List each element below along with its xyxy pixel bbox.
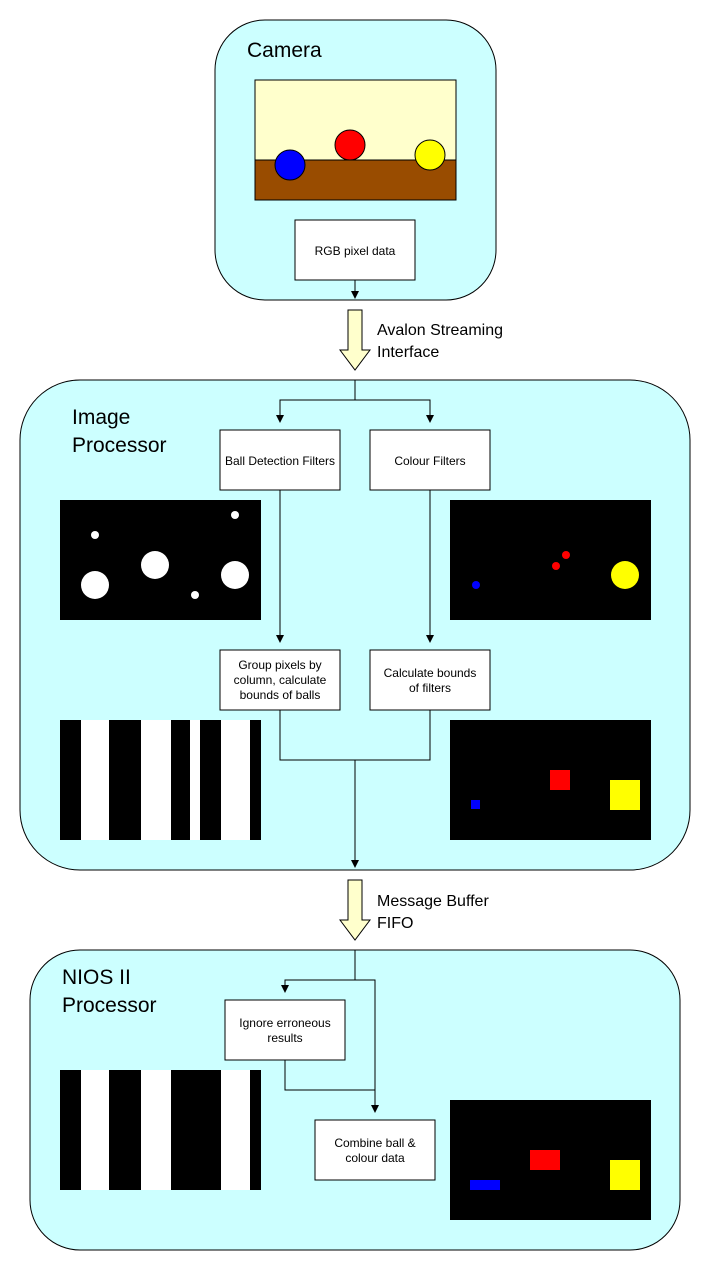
combined-red [530,1150,560,1170]
mask-blob [91,531,99,539]
nios-processor-block: NIOS II Processor Ignore erroneous resul… [29,949,681,1251]
mask-blob [141,551,169,579]
avalon-interface-arrow: Avalon Streaming Interface [339,309,503,371]
filtered-columns-image [60,1070,261,1190]
colour-filter-image [450,500,651,620]
mask-blob [81,571,109,599]
column-stripe [221,720,250,840]
image-processor-title-line2: Processor [72,434,167,457]
colour-blob-blue [472,581,480,589]
combine-data-box [314,1119,436,1181]
calculate-bounds-line2: of filters [409,681,451,695]
image-processor-title-line1: Image [72,406,130,429]
rgb-pixel-data-label: RGB pixel data [315,244,396,258]
fifo-block-arrow [339,879,371,941]
column-stripe [81,720,109,840]
red-ball [334,129,366,161]
nios-title-line1: NIOS II [62,966,131,989]
nios-title-line2: Processor [62,994,157,1017]
filtered-stripe [221,1070,250,1190]
colour-blob-yellow [611,561,639,589]
column-stripe [141,720,171,840]
bounds-red [550,770,570,790]
connector-split [276,380,356,423]
connector-nios-bypass [355,979,379,1113]
fifo-label-line2: FIFO [377,915,413,932]
mask-blob [221,561,249,589]
camera-title: Camera [247,39,322,62]
ignore-erroneous-line2: results [267,1031,302,1045]
yellow-ball [414,139,446,171]
column-bounds-image [60,720,261,840]
connector-split-right [355,399,434,423]
colour-bounds-image [450,720,651,840]
calculate-bounds-line1: Calculate bounds [384,666,477,680]
connector-ignore-out [284,1060,375,1091]
ignore-erroneous-box [224,999,346,1061]
fifo-label-line1: Message Buffer [377,893,489,910]
group-pixels-line3: bounds of balls [240,688,321,702]
colour-background [450,500,651,620]
rgb-pixel-data-box [294,219,416,281]
ignore-erroneous-line1: Ignore erroneous [239,1016,330,1030]
filtered-stripe [81,1070,109,1190]
ball-detection-filters-label: Ball Detection Filters [225,454,335,468]
combine-data-line1: Combine ball & [334,1136,415,1150]
mask-blob [231,511,239,519]
camera-scene-image [254,79,457,201]
calculate-bounds-box [369,649,491,711]
colour-filters-label: Colour Filters [394,454,465,468]
mask-blob [191,591,199,599]
combined-blue [470,1180,500,1190]
image-processor-block: Image Processor Ball Detection Filters C… [19,379,691,871]
combined-yellow [610,1160,640,1190]
group-pixels-box [219,649,341,711]
blue-ball [274,149,306,181]
group-pixels-line1: Group pixels by [238,658,321,672]
group-pixels-line2: column, calculate [234,673,327,687]
combined-result-image [450,1100,651,1220]
combine-data-line2: colour data [345,1151,405,1165]
filtered-stripe [141,1070,171,1190]
column-stripe [190,720,200,840]
avalon-block-arrow [339,309,371,371]
colour-blob-red [552,562,560,570]
bounds-blue [471,800,480,809]
fifo-interface-arrow: Message Buffer FIFO [339,879,489,941]
bounds-yellow [610,780,640,810]
camera-block: Camera RGB pixel data [214,19,497,301]
avalon-label-line2: Interface [377,344,439,361]
connector-nios-in [281,950,356,993]
ball-detection-mask-image [60,500,261,620]
avalon-label-line1: Avalon Streaming [377,322,503,339]
colour-blob-red [562,551,570,559]
